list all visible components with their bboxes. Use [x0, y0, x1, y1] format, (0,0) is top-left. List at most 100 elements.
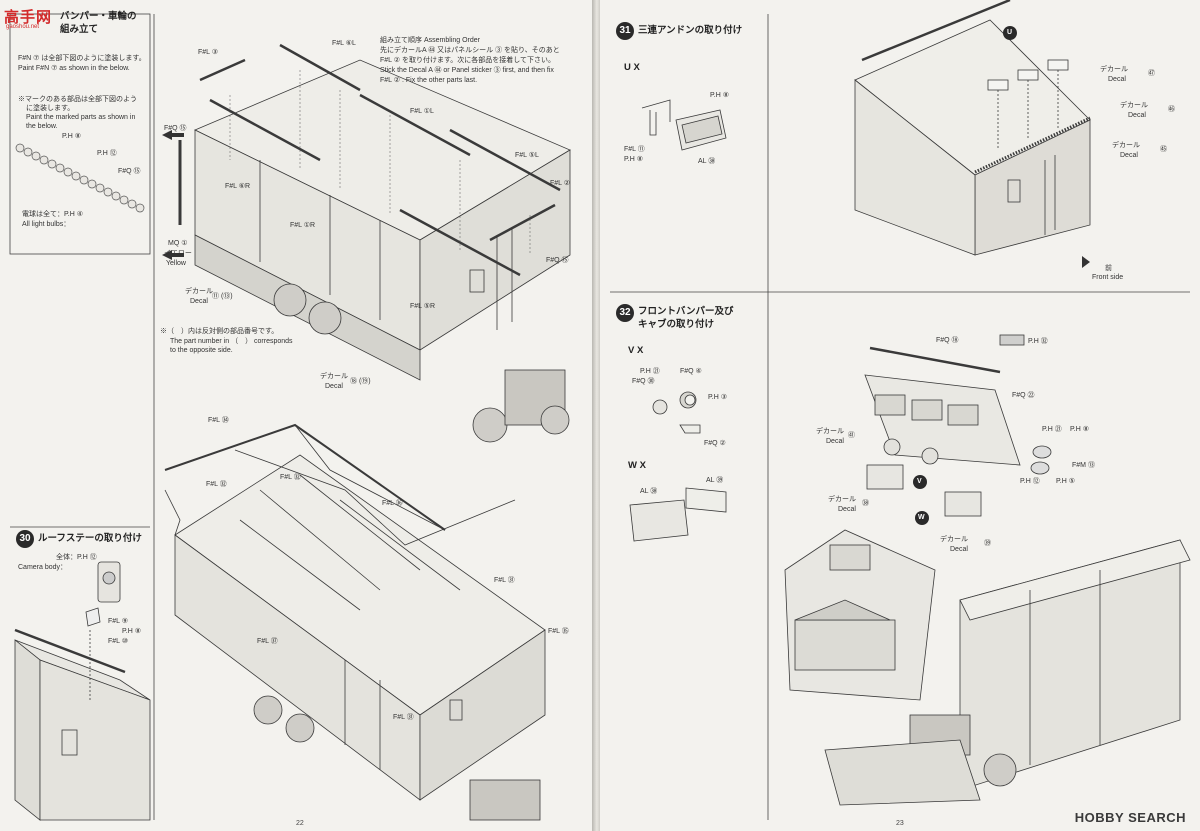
front-side-jp: 前 [1105, 265, 1112, 272]
decal53-jp: デカール [828, 496, 856, 503]
part-label-al53: AL ㊳ [698, 158, 716, 165]
note-jp: ※（ ）内は反対側の部品番号です。 [160, 328, 279, 335]
decal47-en: Decal [1108, 76, 1126, 83]
order-line-3: F#L ② を取り付けます。次に各部品を接着して下さい。 [380, 57, 556, 64]
order-line-4: Stick the Decal A ㊹ or Panel sticker ③ f… [380, 67, 554, 74]
decal46-en: Decal [1128, 112, 1146, 119]
left-page-illustrations [9, 13, 571, 821]
note-en-1: The part number in （ ） corresponds [170, 338, 293, 345]
part-label-fq15-b: F#Q ⑮ [164, 125, 187, 132]
truck-body-bottom [164, 423, 546, 821]
decal54-en: Decal [950, 546, 968, 553]
part-label-fq15: F#Q ⑮ [118, 168, 141, 175]
decal1-number: ⑪ (⑬) [212, 293, 233, 300]
order-line-5: F#L ② . Fix the other parts last. [380, 77, 478, 84]
part-label-fl6r: F#L ⑥R [225, 183, 251, 190]
decal46-jp: デカール [1120, 102, 1148, 109]
page-number-right: 23 [896, 820, 904, 827]
roof-stay-illustration [14, 561, 151, 821]
decal53-en: Decal [838, 506, 856, 513]
decal41-jp: デカール [816, 428, 844, 435]
decal2-number: ⑱ (⑲) [350, 378, 371, 385]
camera-jp: 全体：P.H ⑫ [56, 554, 97, 561]
step30-number: 30 [16, 530, 34, 548]
front-bumper-assembly [864, 334, 1052, 517]
marked-parts-jp-1: ※マークのある部品は全部下図のよう [18, 96, 137, 103]
part-label-ph8-c: P.H ⑧ [1070, 426, 1089, 433]
decal45-number: ㊺ [1160, 146, 1167, 153]
truck-body-top [178, 43, 571, 443]
truck-cab-assembly [784, 529, 1191, 806]
decal1-en: Decal [190, 298, 208, 305]
part-label-fq22: F#Q ㉒ [1012, 392, 1035, 399]
step32-title-2: キャブの取り付け [638, 319, 715, 330]
part-label-fq15-c: F#Q ⑮ [546, 257, 569, 264]
part-label-fl37: F#L ㊲ [257, 638, 278, 645]
part-label-fl5l: F#L ⑤L [515, 152, 539, 159]
part-label-fq2: F#Q ② [704, 440, 726, 447]
part-label-ph21-b: P.H ㉑ [1042, 426, 1062, 433]
marked-parts-en-1: Paint the marked parts as shown in [26, 114, 136, 121]
part-label-fl34: F#L ㉞ [208, 417, 229, 424]
decal2-en: Decal [325, 383, 343, 390]
part-label-fl32-b: F#L ㉜ [280, 474, 301, 481]
hobby-search-watermark: HOBBY SEARCH [1074, 810, 1186, 825]
part-label-fl31-b: F#L ㉛ [393, 714, 414, 721]
decal2-jp: デカール [320, 373, 348, 380]
part-label-ph21: P.H ㉑ [640, 368, 660, 375]
part-label-fq4: F#Q ④ [680, 368, 702, 375]
watermark-logo: 高手网 [4, 9, 53, 26]
decal45-jp: デカール [1112, 142, 1140, 149]
light-bulbs-illustration [15, 143, 145, 213]
part-label-fl36: F#L ㊱ [382, 500, 403, 507]
right-page-illustrations [610, 0, 1191, 820]
page-number-left: 22 [296, 820, 304, 827]
part-label-fl10: F#L ⑩ [108, 638, 129, 645]
decal47-number: ㊼ [1148, 70, 1155, 77]
part-label-al54: AL ㊴ [706, 477, 724, 484]
part-label-fq18: F#Q ⑱ [936, 337, 959, 344]
part-label-fm63: F#M ⑬ [1072, 462, 1095, 469]
step31-number: 31 [616, 22, 634, 40]
part-label-ph3: P.H ③ [708, 394, 727, 401]
right-page: 31 三連アンドンの取り付け U X P.H ⑧ F#L ⑪ P.H ⑧ AL … [600, 0, 1200, 831]
decal46-number: ㊻ [1168, 106, 1175, 113]
left-page: 高手网 gaoshou.net バンパー・車輪の 組み立て F#N ⑦ は全部下… [0, 0, 592, 831]
part-label-fq30: F#Q ㉚ [632, 378, 655, 385]
decal41-en: Decal [826, 438, 844, 445]
part-label-fl9: F#L ⑨ [108, 618, 129, 625]
paint-instruction-en: Paint F#N ⑦ as shown in the below. [18, 65, 130, 72]
part-label-ph32: P.H ㉜ [1028, 338, 1048, 345]
part-label-fl31-a: F#L ㉛ [494, 577, 515, 584]
triple-lamp-parts [641, 99, 727, 151]
part-label-fl5r: F#L ⑤R [410, 303, 436, 310]
part-label-mq1: MQ ① [168, 240, 188, 247]
part-label-al53-b: AL ㊳ [640, 488, 658, 495]
part-label-fl2: F#L ② [550, 180, 571, 187]
part-label-ph5: P.H ⑤ [1056, 478, 1075, 485]
step31-u-x-marker: U X [624, 62, 640, 73]
yellow-en: Yellow [166, 260, 186, 267]
part-label-ph8-b: P.H ⑧ [122, 628, 141, 635]
truck-roof-triple-lamp [854, 0, 1091, 256]
step31-title: 三連アンドンの取り付け [638, 25, 743, 36]
step32-number: 32 [616, 304, 634, 322]
part-label-fl6l: F#L ⑥L [332, 40, 356, 47]
bulbs-jp: 電球は全て：P.H ④ [22, 211, 83, 218]
part-label-fl3: F#L ③ [198, 49, 219, 56]
u-marker-label: U [1007, 29, 1013, 36]
page-gutter [592, 0, 600, 831]
step32-title-1: フロントバンパー及び [638, 306, 734, 317]
order-title: 組み立て順序 Assembling Order [380, 37, 480, 44]
w-marker-label: W [918, 514, 925, 521]
decal1-jp: デカール [185, 288, 213, 295]
part-label-fl35: F#L ㉟ [548, 628, 569, 635]
part-label-fl1l: F#L ①L [410, 108, 434, 115]
step29-title-line1: バンパー・車輪の [60, 11, 137, 22]
part-label-ph8: P.H ⑧ [710, 92, 729, 99]
decal54-number: ㊴ [984, 540, 991, 547]
step32-w-x-marker: W X [628, 460, 646, 471]
decal53-number: ㊳ [862, 500, 869, 507]
part-label-ph12: P.H ⑫ [1020, 478, 1040, 485]
